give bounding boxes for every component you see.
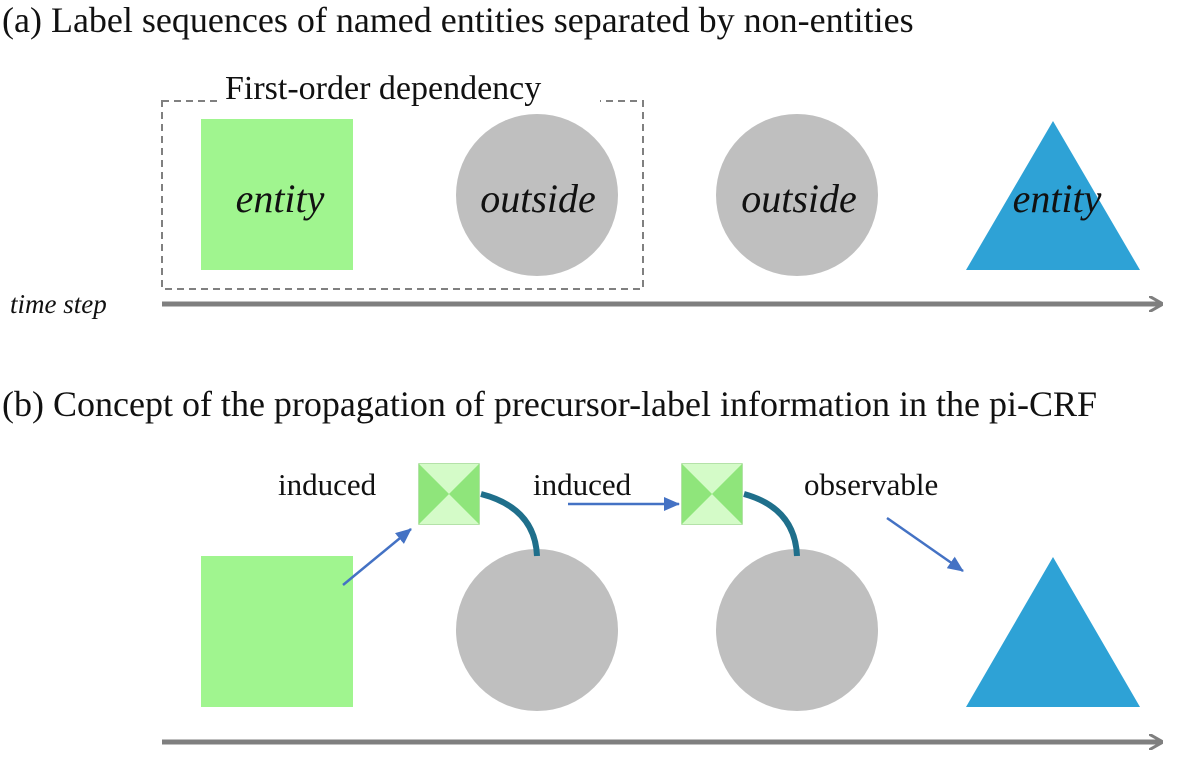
entity-square-shape: [201, 119, 353, 270]
outside-circle-2: [716, 114, 878, 276]
entity-triangle-shape: [966, 557, 1140, 707]
outside-circle-1: [456, 549, 618, 711]
link-curve-2: [743, 491, 800, 557]
panel-b: (b) Concept of the propagation of precur…: [2, 384, 1162, 742]
induced-state-icon-2: [681, 463, 743, 525]
observable-arrow: [886, 516, 964, 573]
time-step-label: time step: [10, 289, 107, 319]
entity-triangle-label: entity: [1013, 176, 1102, 221]
panel-b-title: (b) Concept of the propagation of precur…: [2, 384, 1097, 424]
panel-a-title: (a) Label sequences of named entities se…: [2, 0, 914, 40]
induced-state-icon-1: [418, 463, 480, 525]
entity-triangle-shape: [966, 121, 1140, 270]
outside-circle-1-label: outside: [480, 176, 596, 221]
entity-square-label: entity: [236, 176, 325, 221]
panel-a: (a) Label sequences of named entities se…: [2, 0, 1162, 319]
dependency-label-backdrop: [220, 74, 600, 114]
outside-circle-1: [456, 114, 618, 276]
induced-label-2: induced: [533, 467, 632, 502]
induced-label-1: induced: [278, 467, 377, 502]
first-order-dependency-label: First-order dependency: [225, 70, 541, 107]
induced-arrow-1: [342, 528, 412, 586]
observable-label: observable: [804, 467, 938, 502]
entity-square-shape: [201, 556, 353, 707]
outside-circle-2-label: outside: [741, 176, 857, 221]
link-curve-1: [480, 491, 540, 557]
outside-circle-2: [716, 549, 878, 711]
